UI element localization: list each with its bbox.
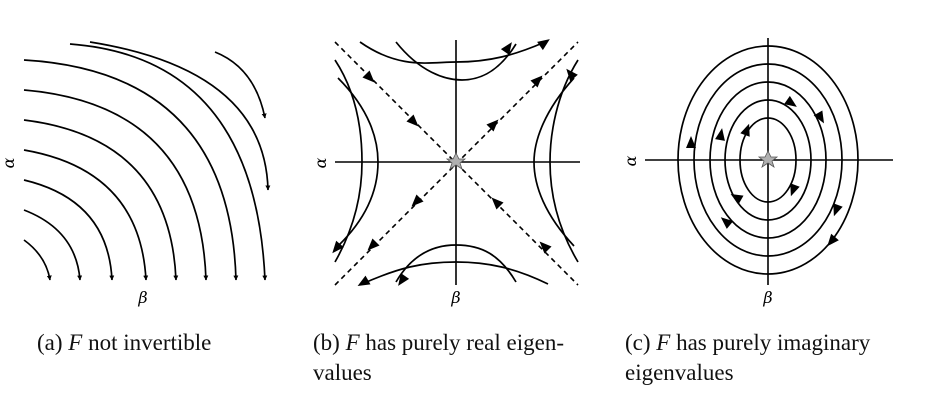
panel-b-x-axis-label: β xyxy=(450,288,460,307)
panel-b-arrowhead xyxy=(367,238,380,251)
panel-b: α β xyxy=(311,39,580,307)
panel-c-y-axis-label: α xyxy=(621,155,640,166)
panel-b-outer-right-curve xyxy=(549,59,579,263)
panel-c-caption-prefix: (c) xyxy=(625,330,657,355)
panel-a-caption-text: not invertible xyxy=(82,330,212,355)
panel-b-arrowhead xyxy=(537,39,550,51)
panel-b-left-hyperbola xyxy=(337,77,379,247)
panel-b-arrowhead xyxy=(398,273,410,286)
panel-c-arrowhead xyxy=(827,233,839,247)
panel-b-outer-left-curve xyxy=(334,59,363,263)
panel-c-caption-variable: F xyxy=(656,330,671,355)
panel-c-fixed-point xyxy=(757,150,779,168)
panel-b-arrowhead xyxy=(539,241,552,254)
panel-b-arrowhead xyxy=(411,194,424,207)
panel-c-x-axis-label: β xyxy=(762,288,772,307)
panel-a-flow-line xyxy=(23,59,239,281)
panel-b-arrowhead xyxy=(486,119,499,132)
panel-b-caption-prefix: (b) xyxy=(313,330,346,355)
panel-a: α β xyxy=(0,41,271,307)
panel-c-arrowhead xyxy=(730,194,744,205)
panel-c-orbit-1 xyxy=(739,117,797,203)
panel-a-flow-line xyxy=(23,89,209,281)
panel-b-right-hyperbola xyxy=(533,77,575,247)
panel-b-caption-line-2: values xyxy=(313,360,372,385)
panel-c-arrowhead xyxy=(686,136,696,148)
panel-c-orbit-2 xyxy=(724,99,812,221)
panel-b-arrowhead xyxy=(491,197,504,210)
panel-a-x-axis-label: β xyxy=(137,288,147,307)
panel-c-arrowhead xyxy=(833,203,843,217)
panel-a-flow-line xyxy=(23,119,179,281)
panel-c-orbit-5 xyxy=(677,45,859,275)
panel-b-arrowhead xyxy=(332,240,344,254)
panel-b-fixed-point xyxy=(445,152,467,170)
panel-c-caption: (c) F has purely imaginary eigenvalues xyxy=(625,328,870,388)
panel-c-arrowhead xyxy=(790,183,800,197)
panel-b-bottom-hyperbola xyxy=(395,244,517,283)
panel-a-caption: (a) F not invertible xyxy=(37,328,211,358)
panel-b-outer-bottom-curve xyxy=(361,261,549,285)
panel-b-arrowhead xyxy=(362,70,375,83)
panel-b-caption-line-1: (b) F has purely real eigen- xyxy=(313,328,564,358)
panel-b-caption: (b) F has purely real eigen- values xyxy=(313,328,564,388)
panel-a-flow-line xyxy=(89,41,271,191)
panel-a-flow-line xyxy=(23,149,149,281)
panel-b-arrowheads xyxy=(332,39,578,286)
panel-b-arrowhead xyxy=(500,42,512,55)
panel-a-y-axis-label: α xyxy=(0,157,18,168)
panel-a-caption-variable: F xyxy=(68,330,83,355)
panel-c-arrowhead xyxy=(715,128,725,141)
panel-a-flow-line xyxy=(23,239,52,281)
panel-b-arrowhead xyxy=(357,275,371,286)
panel-c-caption-text: has purely imaginary xyxy=(670,330,871,355)
panel-c-arrowhead xyxy=(720,217,734,229)
panel-c-arrowheads xyxy=(686,95,843,247)
panel-c-arrowhead xyxy=(813,110,824,124)
panel-c-orbit-3 xyxy=(709,81,827,239)
panel-c: α β xyxy=(621,38,893,307)
panel-b-y-axis-label: α xyxy=(311,157,330,168)
panel-b-outer-top-curve xyxy=(359,41,546,64)
panel-c-caption-line-2: eigenvalues xyxy=(625,360,734,385)
panel-b-arrowhead xyxy=(406,114,419,127)
panel-a-caption-prefix: (a) xyxy=(37,330,69,355)
panel-c-orbit-4 xyxy=(693,63,843,257)
panel-c-arrowhead xyxy=(740,123,750,137)
panel-c-arrowhead xyxy=(784,95,797,107)
panel-a-flow-line xyxy=(69,43,268,281)
panel-c-caption-line-1: (c) F has purely imaginary xyxy=(625,328,870,358)
panel-b-arrowhead xyxy=(530,75,543,88)
panel-a-flow-line xyxy=(214,51,267,119)
panel-a-flow-line xyxy=(23,179,115,281)
panel-a-flow-lines xyxy=(23,41,271,281)
panel-b-caption-variable: F xyxy=(345,330,360,355)
panel-b-arrowhead xyxy=(566,68,578,82)
panel-a-flow-line xyxy=(23,209,83,281)
panel-b-caption-text: has purely real eigen- xyxy=(359,330,564,355)
